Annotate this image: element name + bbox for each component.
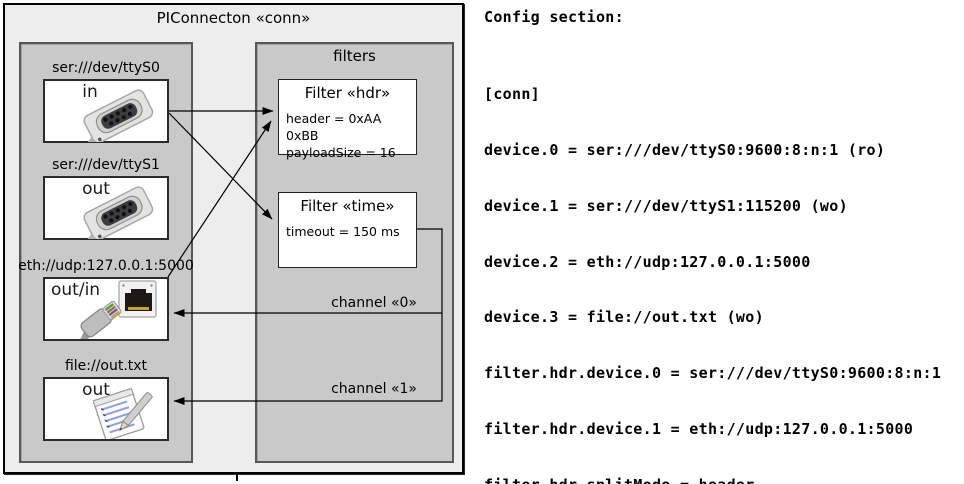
channel-0-label: channel «0» — [331, 295, 417, 311]
device-box-ttys1: out — [43, 176, 169, 240]
serial-connector-icon — [80, 89, 154, 142]
filter-hdr-box: Filter «hdr» header = 0xAA 0xBB payloadS… — [278, 79, 417, 160]
diagram-title: PIConnecton «conn» — [156, 9, 311, 27]
connector-diagram: PIConnecton «conn» filters ser:///dev/tt… — [0, 0, 470, 484]
config-panel: Config section: [conn] device.0 = ser://… — [484, 0, 964, 484]
device-direction-label: out — [82, 380, 110, 400]
filter-attribute: payloadSize = 16 — [286, 145, 396, 160]
device-file: file://out.txt out — [19, 356, 193, 444]
filter-title: Filter «time» — [300, 197, 395, 215]
channel-1-label: channel «1» — [331, 381, 417, 397]
device-box-eth: out/in — [43, 277, 169, 341]
device-direction-label: out/in — [51, 280, 101, 300]
device-url-label: ser:///dev/ttyS1 — [52, 157, 160, 173]
notepad-icon — [92, 387, 153, 439]
device-direction-label: in — [82, 82, 98, 102]
config-line: device.0 = ser:///dev/ttyS0:9600:8:n:1 (… — [484, 140, 886, 159]
device-url-label: ser:///dev/ttyS0 — [52, 60, 160, 76]
config-line: filter.hdr.device.1 = eth://udp:127.0.0.… — [484, 419, 914, 438]
config-line: device.2 = eth://udp:127.0.0.1:5000 — [484, 252, 811, 271]
config-heading: Config section: — [484, 8, 624, 26]
filter-attribute: timeout = 150 ms — [286, 224, 400, 239]
device-ttys1: ser:///dev/ttyS1 out — [19, 155, 193, 243]
device-box-ttys0: in — [43, 79, 169, 143]
filter-attribute: header = 0xAA 0xBB — [286, 111, 382, 143]
config-line: [conn] — [484, 85, 540, 104]
config-line: device.1 = ser:///dev/ttyS1:115200 (wo) — [484, 196, 848, 215]
device-direction-label: out — [82, 179, 110, 199]
config-line: filter.hdr.device.0 = ser:///dev/ttyS0:9… — [484, 364, 942, 383]
filter-time-box: Filter «time» timeout = 150 ms — [278, 192, 417, 268]
device-box-file: out — [43, 377, 169, 441]
filters-panel-title: filters — [333, 47, 376, 65]
bottom-notch — [236, 474, 238, 481]
device-url-label: eth://udp:127.0.0.1:5000 — [18, 258, 194, 274]
device-eth: eth://udp:127.0.0.1:5000 out/in — [18, 256, 194, 344]
serial-connector-icon — [80, 186, 154, 239]
ethernet-plug-icon — [74, 280, 157, 339]
config-line: device.3 = file://out.txt (wo) — [484, 308, 764, 327]
filter-title: Filter «hdr» — [304, 84, 391, 102]
config-line: filter.hdr.splitMode = header — [484, 476, 951, 484]
device-url-label: file://out.txt — [64, 358, 148, 374]
device-ttys0: ser:///dev/ttyS0 in — [19, 58, 193, 146]
config-text: [conn] device.0 = ser:///dev/ttyS0:9600:… — [484, 48, 951, 484]
